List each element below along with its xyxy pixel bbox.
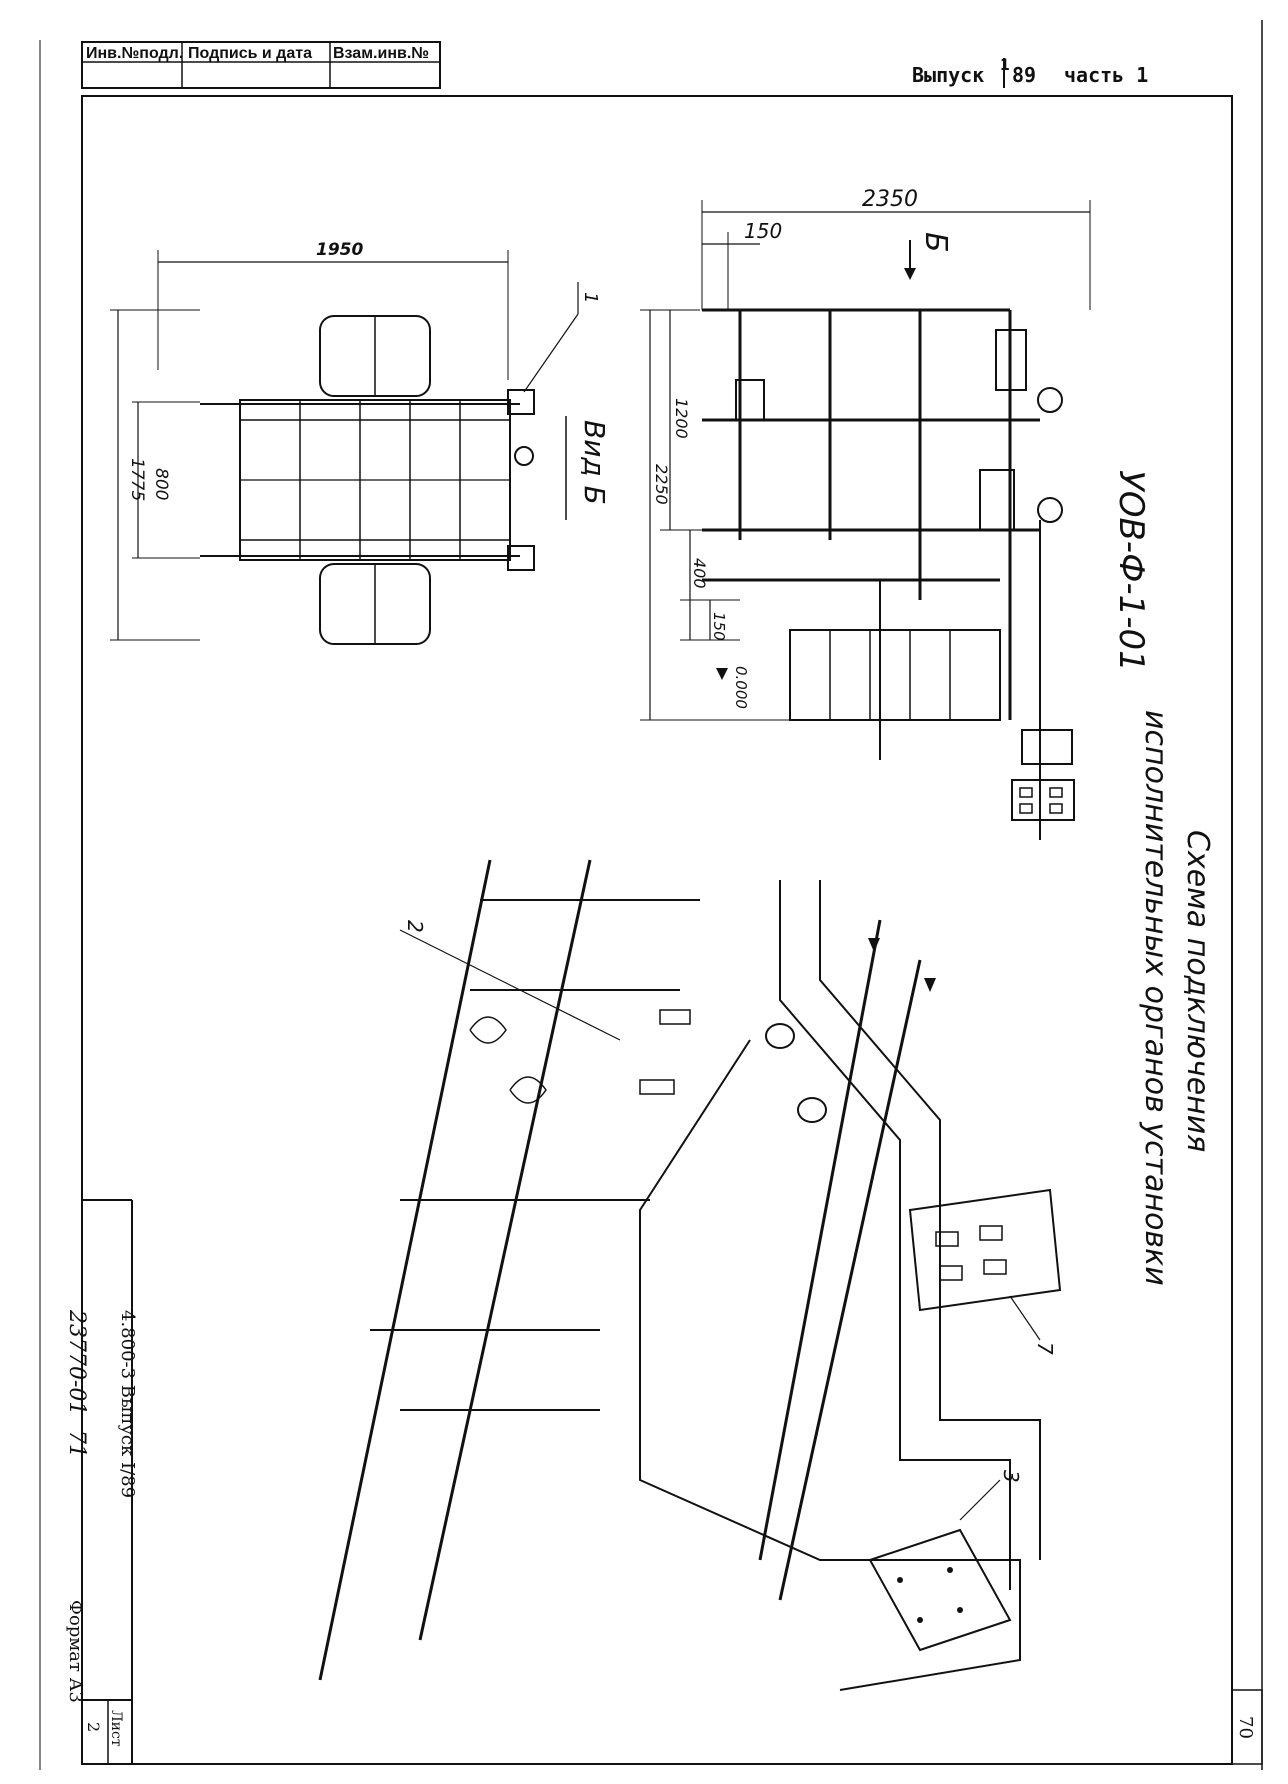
callout-7: 7 — [1033, 1342, 1057, 1355]
dim-1200: 1200 — [672, 398, 691, 439]
issue-header: Выпуск 1 89 часть 1 — [912, 55, 1148, 88]
callout-2: 2 — [403, 920, 427, 933]
stamp-replacement-no: Взам.инв.№ — [333, 45, 429, 62]
doc-designation: 4.800-3 Выпуск I/89 — [117, 1310, 138, 1498]
callout-1: 1 — [580, 292, 601, 303]
dim-150-top: 150 — [744, 219, 782, 243]
view-b-label: Вид Б — [578, 420, 611, 505]
dim-1775: 1775 — [127, 458, 147, 501]
doc-code: 23770-01 — [64, 1309, 89, 1415]
plan-drawing: 2350 150 Б 1200 2250 400 150 — [640, 187, 1091, 840]
dim-400: 400 — [690, 558, 709, 589]
arrow-b-label: Б — [918, 232, 953, 253]
stamp-signature-date: Подпись и дата — [188, 45, 312, 62]
dim-2350: 2350 — [862, 187, 918, 212]
paper-format: Формат А3 — [65, 1600, 86, 1703]
view-b-drawing: 1950 1775 800 — [110, 240, 611, 645]
scheme-title-line2: исполнительных органов установки — [1138, 710, 1173, 1286]
doc-sheet-number: 71 — [64, 1430, 89, 1458]
stamp-inv-no: Инв.№подл. — [86, 45, 183, 62]
list-label: Лист — [108, 1710, 124, 1747]
installation-code: УОВ-Ф-1-01 — [1111, 470, 1151, 672]
page-number: 70 — [1235, 1716, 1256, 1739]
issue-label: Выпуск — [912, 63, 984, 87]
scheme-title: Схема подключения исполнительных органов… — [1138, 710, 1215, 1286]
dim-2250: 2250 — [652, 464, 671, 505]
callout-3: 3 — [999, 1470, 1023, 1483]
list-number: 2 — [84, 1722, 103, 1732]
dim-1950: 1950 — [316, 240, 363, 260]
dim-150-left: 150 — [710, 612, 728, 641]
scheme-title-line1: Схема подключения — [1180, 830, 1215, 1152]
level-0000: 0.000 — [732, 666, 750, 709]
issue-part: часть 1 — [1064, 63, 1148, 87]
approval-stamp: Инв.№подл. Подпись и дата Взам.инв.№ — [81, 41, 441, 89]
issue-year: 89 — [1012, 63, 1036, 87]
title-block: 4.800-3 Выпуск I/89 23770-01 71 Формат А… — [64, 1199, 138, 1765]
drawing-frame — [81, 95, 1233, 1765]
axonometric-scheme: 2 7 3 — [318, 859, 1062, 1691]
dim-800: 800 — [151, 468, 171, 500]
